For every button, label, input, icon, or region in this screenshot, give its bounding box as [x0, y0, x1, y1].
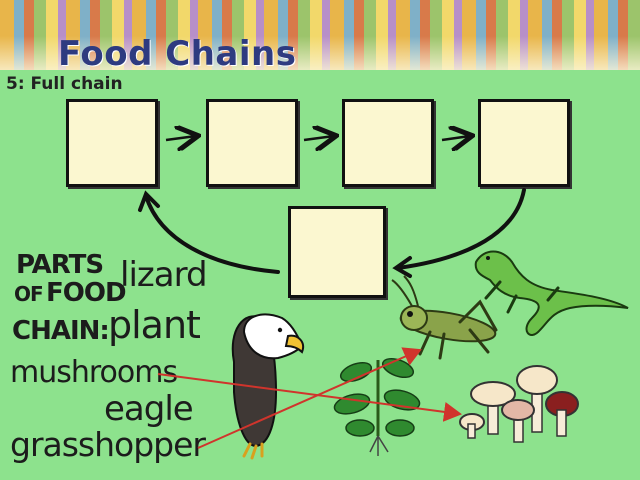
- curved-arrow-icon: [138, 190, 280, 274]
- word-lizard[interactable]: lizard: [120, 255, 208, 295]
- chain-box-2[interactable]: [206, 99, 298, 187]
- arrow-right-icon: [303, 136, 334, 140]
- plant-icon: [333, 357, 421, 456]
- lizard-icon: [474, 250, 629, 336]
- eagle-icon: [231, 313, 304, 460]
- decorative-banner: [0, 0, 640, 72]
- parts-heading-line3: CHAIN:: [12, 316, 110, 346]
- arrow-right-icon: [441, 136, 470, 140]
- chain-box-1[interactable]: [66, 99, 158, 187]
- chain-box-5[interactable]: [288, 206, 386, 298]
- slide-subtitle: 5: Full chain: [6, 74, 123, 94]
- curved-arrow-icon: [392, 188, 526, 278]
- grasshopper-icon: [391, 275, 498, 360]
- parts-heading-food: FOOD: [46, 278, 127, 308]
- word-eagle[interactable]: eagle: [104, 389, 194, 429]
- mushrooms-icon: [459, 365, 579, 443]
- word-mushrooms[interactable]: mushrooms: [10, 355, 178, 390]
- arrow-right-icon: [165, 136, 196, 140]
- parts-heading-line1: PARTS: [16, 250, 104, 280]
- chain-box-3[interactable]: [342, 99, 434, 187]
- word-grasshopper[interactable]: grasshopper: [10, 425, 206, 464]
- chain-box-4[interactable]: [478, 99, 570, 187]
- page-title: Food Chains: [58, 34, 297, 74]
- word-plant[interactable]: plant: [108, 303, 201, 347]
- parts-heading-of: OF: [14, 282, 44, 306]
